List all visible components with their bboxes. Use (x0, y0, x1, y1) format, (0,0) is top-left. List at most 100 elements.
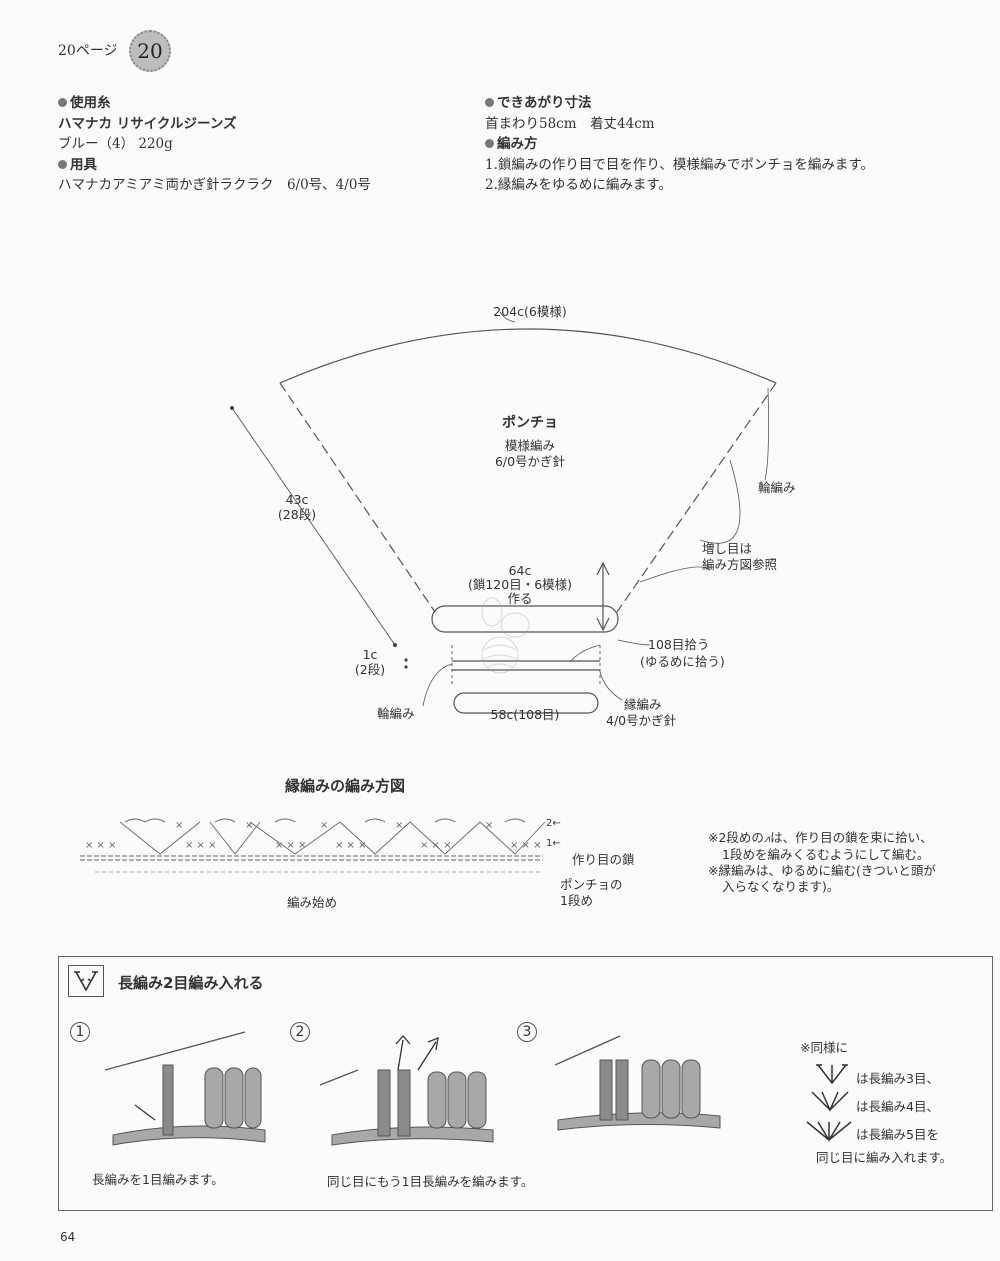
step-1-number: 1 (70, 1022, 90, 1042)
edging-chart-title: 縁編みの編み方図 (285, 777, 406, 795)
foundation-chain-oval (431, 605, 619, 633)
right-side-line (616, 382, 777, 613)
leader-top (499, 311, 516, 323)
svg-text:×: × (175, 820, 183, 831)
arrow-down-icon (596, 617, 610, 632)
step-2-illustration (319, 1035, 494, 1146)
five-dc-icon (806, 1121, 852, 1142)
leader-edging (599, 671, 623, 701)
left-side-line (279, 382, 436, 613)
increase-label-1: 増し目は (702, 541, 753, 556)
quad-dc-icon (811, 1091, 849, 1112)
increase-label-2: 編み方図参照 (702, 557, 778, 572)
poncho-diagram (230, 311, 777, 714)
bullet-icon (58, 98, 67, 107)
edge-height-label: 1c (362, 647, 378, 662)
four-dc-note: は長編み4目、 (856, 1099, 939, 1114)
method-step-2: 2.縁編みをゆるめに編みます。 (485, 177, 673, 193)
edging-hook-label: 4/0号かぎ針 (606, 713, 677, 728)
step-1-num-text: 1 (75, 1024, 85, 1040)
note-1b: は、作り目の鎖を束に拾い、 (770, 830, 933, 845)
size-heading: できあがり寸法 (497, 95, 592, 111)
pickup-label-2: (ゆるめに拾う) (640, 654, 725, 669)
edging-stitch-chart: × × ×× × ×× × × × × ×× × ×× × × ××× ×× (80, 818, 546, 873)
poncho-row-label-2: 1段め (560, 893, 593, 908)
stitch-v-lines (119, 821, 546, 855)
pattern-number-badge: 20 (129, 30, 171, 72)
size-text: 首まわり58cm 着丈44cm (485, 115, 655, 132)
similar-note: ※同様に (800, 1040, 848, 1055)
finished-block: できあがり寸法 首まわり58cm 着丈44cm 編み方 1.鎖編みの作り目で目を… (485, 93, 874, 196)
svg-text:×: × (395, 820, 403, 831)
technique-box (58, 956, 993, 1211)
step-3-illustration (554, 1035, 721, 1131)
yarn-color: ブルー（4） 220g (58, 136, 173, 152)
yarn-name: ハマナカ リサイクルジーンズ (58, 115, 237, 132)
same-stitch-note: 同じ目に編み入れます。 (816, 1150, 953, 1165)
poncho-row-label-1: ポンチョの (560, 877, 623, 892)
v-stitch-icon (74, 971, 98, 992)
leader-increase-2 (639, 566, 711, 583)
svg-text:×: × (320, 820, 328, 831)
neck-label: 58c(108目) (490, 707, 560, 722)
step-2-number: 2 (290, 1022, 310, 1042)
edging-notes: ※2段めの⩘は、作り目の鎖を束に拾い、 1段めを編みくるむようにして編む。 ※縁… (708, 830, 936, 895)
bullet-icon (485, 98, 494, 107)
double-crochet-increase-icon (68, 965, 104, 997)
arrows-icon (395, 1035, 439, 1071)
materials-block: 使用糸 ハマナカ リサイクルジーンズ ブルー（4） 220g 用具 ハマナカアミ… (58, 93, 371, 196)
method-step-1: 1.鎖編みの作り目で目を作り、模様編みでポンチョを編みます。 (485, 156, 874, 173)
svg-text:× × ×: × × × (420, 840, 452, 851)
technique-title: 長編み2目編み入れる (118, 974, 264, 992)
hook-line (554, 1035, 621, 1066)
svg-text:× × ×: × × × (335, 840, 367, 851)
stitch-symbol-icon: ⩘ (763, 832, 771, 845)
leader-pickup (617, 639, 651, 646)
top-width-label: 204c(6模様) (493, 304, 567, 319)
svg-text:× × ×: × × × (185, 840, 217, 851)
svg-text:× × ×: × × × (85, 840, 117, 851)
chain-loops (124, 818, 526, 823)
edge-rows-label: (2段) (354, 662, 386, 677)
measure-dot-bottom (393, 643, 397, 647)
leader-ring (764, 387, 769, 481)
row-2-marker: 2← (546, 818, 561, 829)
measure-dot-top (230, 406, 234, 410)
svg-text:× × ×: × × × (510, 840, 542, 851)
page-number: 64 (60, 1230, 76, 1244)
cast-make-label: 作る (507, 591, 533, 606)
height-measure-line (231, 407, 396, 646)
poncho-title: ポンチョ (502, 415, 558, 431)
ring-left-label: 輪編み (377, 706, 415, 721)
step-2-num-text: 2 (295, 1024, 305, 1040)
note-3: ※縁編みは、ゆるめに編む(きついと頭が (708, 863, 936, 878)
start-label: 編み始め (287, 895, 338, 910)
method-heading: 編み方 (497, 136, 538, 152)
measure-dot (404, 665, 408, 669)
row-1-marker: 1← (546, 838, 561, 849)
leader-ring-left (422, 663, 453, 707)
top-edge-line (279, 328, 777, 384)
page-reference: 20ページ (58, 43, 118, 59)
leader-pickup-2 (569, 644, 601, 663)
hook-line (319, 1069, 359, 1086)
cast-detail-label: (鎖120目・6模様) (467, 577, 573, 592)
neck-oval (453, 692, 599, 714)
note-2: 1段めを編みくるむようにして編む。 (722, 847, 930, 862)
svg-text:×: × (485, 820, 493, 831)
step-2-caption: 同じ目にもう1目長編みを編みます。 (327, 1174, 534, 1189)
svg-text:×: × (245, 820, 253, 831)
five-dc-note: は長編み5目を (856, 1127, 939, 1142)
cast-length-label: 64c (508, 563, 532, 578)
pickup-label-1: 108目拾う (648, 637, 710, 652)
hook-label: 6/0号かぎ針 (494, 454, 566, 469)
side-rows-label: (28段) (277, 507, 317, 522)
tools-heading: 用具 (70, 156, 97, 173)
arrow-up-icon (596, 561, 610, 576)
three-dc-note: は長編み3目、 (856, 1071, 939, 1086)
step-3-number: 3 (517, 1022, 537, 1042)
edging-label: 縁編み (624, 697, 662, 712)
hook-line (104, 1031, 246, 1071)
note-1a: ※2段めの (708, 830, 764, 845)
bullet-icon (58, 159, 67, 169)
